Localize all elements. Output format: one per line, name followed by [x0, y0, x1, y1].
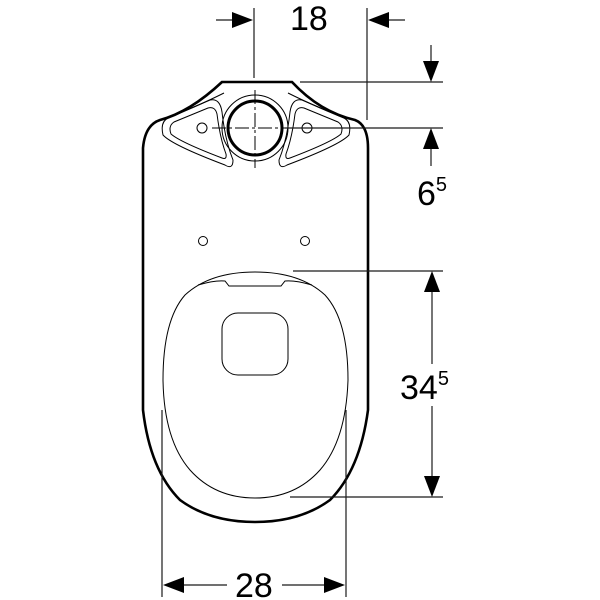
arrow-up-icon [424, 271, 440, 292]
arrow-right-icon [324, 577, 345, 593]
toilet-body-outline [141, 80, 370, 524]
seat-outline [162, 271, 349, 499]
arrow-left-icon [163, 577, 184, 593]
seat-hinge-strip [197, 280, 313, 287]
dim-label-28: 28 [235, 567, 273, 600]
arrow-down-icon [423, 61, 439, 82]
dim-label-6: 65 [417, 174, 447, 213]
dim-label-18: 18 [290, 0, 328, 38]
hinge-hole-left [198, 236, 208, 246]
left-bracket-inner [169, 107, 227, 159]
lid-inner-recess [221, 312, 289, 376]
dim-label-34: 345 [400, 368, 449, 407]
arrow-right-icon [232, 12, 253, 28]
right-bracket-inner [285, 107, 343, 159]
hinge-hole-right [300, 236, 310, 246]
left-bracket-outer [161, 99, 234, 168]
arrow-left-icon [368, 12, 389, 28]
arrow-down-icon [424, 476, 440, 497]
arrow-up-icon [423, 128, 439, 149]
right-bracket-outer [278, 99, 351, 168]
left-bolt-hole [196, 122, 208, 134]
